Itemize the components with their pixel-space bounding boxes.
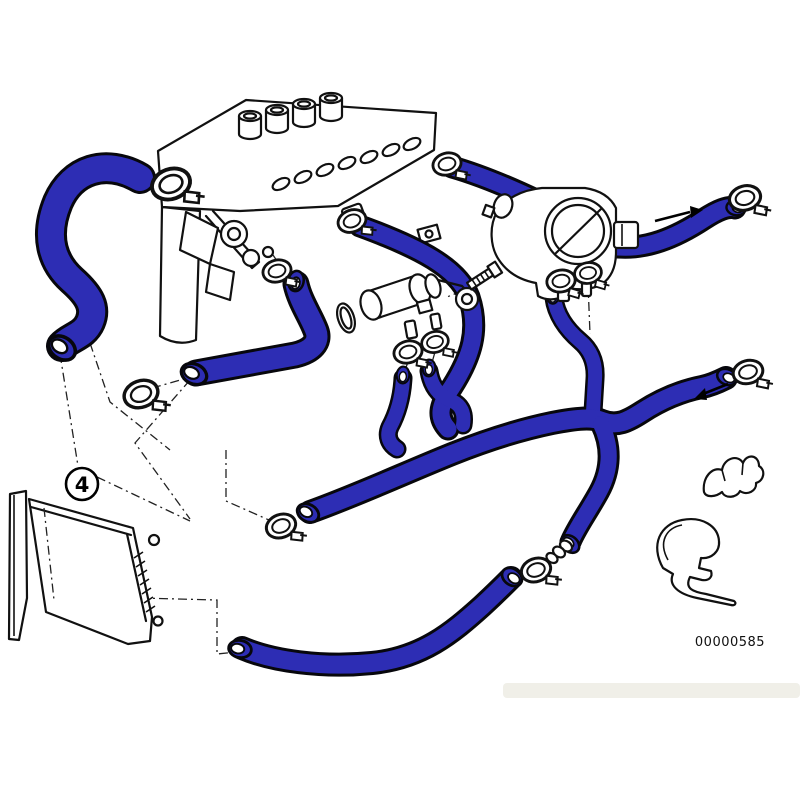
water-pump-elbow (204, 262, 236, 302)
mounting-bolt (465, 260, 504, 291)
watermark-band (503, 683, 800, 698)
throttle-cable-block (612, 220, 640, 250)
leader-line (134, 379, 191, 520)
idle-valve-bolt (481, 203, 496, 219)
radiator-assembly (7, 489, 164, 646)
hose-clamp (417, 325, 460, 366)
head-end-boss (416, 223, 442, 245)
flow-arrow-right-icon (654, 206, 703, 223)
radiator-core-fins (133, 551, 156, 613)
intake-ports (271, 136, 422, 192)
radiator-mounting-bracket (7, 489, 29, 642)
leader-line (89, 342, 171, 451)
engine-small-boss (241, 248, 261, 268)
valve-block (415, 298, 434, 315)
engine-boss-circle (219, 219, 249, 249)
flow-arrow-left-icon (694, 382, 729, 400)
engine-boss-inner (226, 226, 242, 242)
hose-clamp (118, 371, 174, 425)
throttle-plate-line (554, 207, 603, 255)
valve-barrel-end (359, 289, 383, 321)
upper-radiator-hose[interactable] (51, 168, 140, 346)
valve-nozzle (403, 319, 419, 340)
gasket-ring-inner (339, 306, 353, 330)
hose-hook-bracket (656, 518, 737, 607)
valve-eyelet-inner (460, 292, 474, 306)
retaining-clip (702, 455, 765, 498)
leader-line (96, 476, 191, 522)
callout-4[interactable]: 4 (64, 466, 100, 502)
barbed-connector (545, 539, 574, 565)
leader-line (59, 353, 79, 467)
callout-label[interactable]: 4 (75, 473, 90, 497)
hose-end-mouth (394, 365, 412, 385)
main-distribution-hose[interactable] (310, 378, 726, 512)
hose-clamp (729, 353, 776, 398)
leader-line (430, 351, 436, 367)
radiator-top-edge (29, 505, 133, 537)
valve-eyelet (454, 286, 480, 312)
radiator-upper-fitting (147, 533, 161, 547)
valve-outlet-hose[interactable] (196, 284, 317, 373)
radiator-core-edge (125, 532, 148, 623)
radiator-lower-fitting (152, 615, 164, 627)
idle-valve-cylinder (492, 193, 514, 219)
cylinder-boss (237, 91, 344, 141)
gasket-ring (335, 302, 357, 334)
coolant-valve (335, 260, 504, 340)
callout-circle[interactable] (64, 466, 100, 502)
part-number: 00000585 (695, 635, 765, 650)
engine-cylinder-head (156, 91, 442, 344)
radiator (27, 497, 154, 646)
leader-line (225, 450, 279, 525)
valve-nozzle (429, 312, 443, 331)
valve-flange2 (424, 273, 442, 299)
head-small-port (261, 245, 275, 259)
throttle-bore-inner (550, 203, 606, 259)
radiator-centerline (43, 507, 55, 601)
branch-hose-stub[interactable] (388, 378, 403, 449)
leader-line (139, 597, 237, 655)
